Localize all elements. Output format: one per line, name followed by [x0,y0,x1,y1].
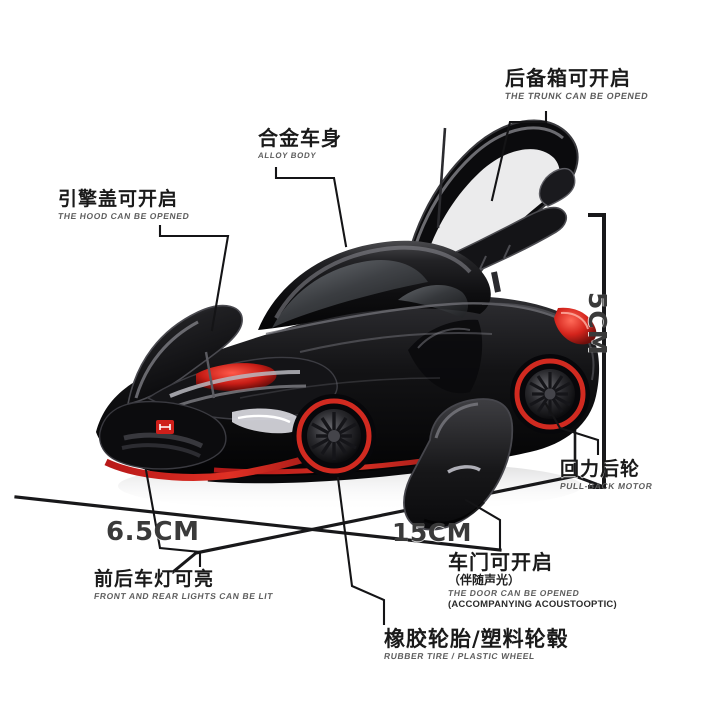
leader-lights [144,468,202,568]
dimension-height-label: 5CM [583,292,612,356]
dimension-width-label: 6.5CM [106,517,200,547]
callout-alloy-body-en: ALLOY BODY [257,151,318,160]
leader-alloy [274,166,348,248]
callout-alloy-body-cn: 合金车身 [258,126,342,150]
opened-door [403,319,514,531]
leader-motor [544,402,600,456]
toy-car [96,119,600,531]
callout-door-en: THE DOOR CAN BE OPENED [447,588,581,599]
callout-hood-en: THE HOOD CAN BE OPENED [57,210,191,221]
front-wheel [292,394,376,478]
callout-hood: 引擎盖可开启 THE HOOD CAN BE OPENED [57,188,191,222]
leader-door [464,498,502,550]
callout-pullback-motor: 回力后轮 PULL-BACK MOTOR [559,458,654,492]
callout-alloy-body: 合金车身 ALLOY BODY [257,126,342,161]
dimension-lines [14,213,606,575]
callout-pullback-motor-en: PULL-BACK MOTOR [559,480,654,491]
rear-tail-light [554,307,597,345]
leader-tire [336,476,386,626]
leader-hood [158,224,230,332]
callout-lights-cn: 前后车灯可亮 [94,568,215,590]
opened-hood [126,304,338,421]
callout-tire-wheel-en: RUBBER TIRE / PLASTIC WHEEL [383,651,536,662]
callout-hood-cn: 引擎盖可开启 [58,188,179,210]
callout-trunk: 后备箱可开启 THE TRUNK CAN BE OPENED [504,66,650,102]
callout-pullback-motor-cn: 回力后轮 [560,458,641,480]
callout-trunk-en: THE TRUNK CAN BE OPENED [504,91,650,101]
callout-leader-lines [144,110,600,626]
rear-wheel [510,354,590,434]
dimension-length-label: 15CM [392,518,473,547]
callout-lights: 前后车灯可亮 FRONT AND REAR LIGHTS CAN BE LIT [93,568,274,602]
callout-lights-en: FRONT AND REAR LIGHTS CAN BE LIT [93,590,274,601]
leader-trunk [490,110,548,202]
front-bumper [98,400,354,481]
callout-trunk-cn: 后备箱可开启 [505,66,631,90]
